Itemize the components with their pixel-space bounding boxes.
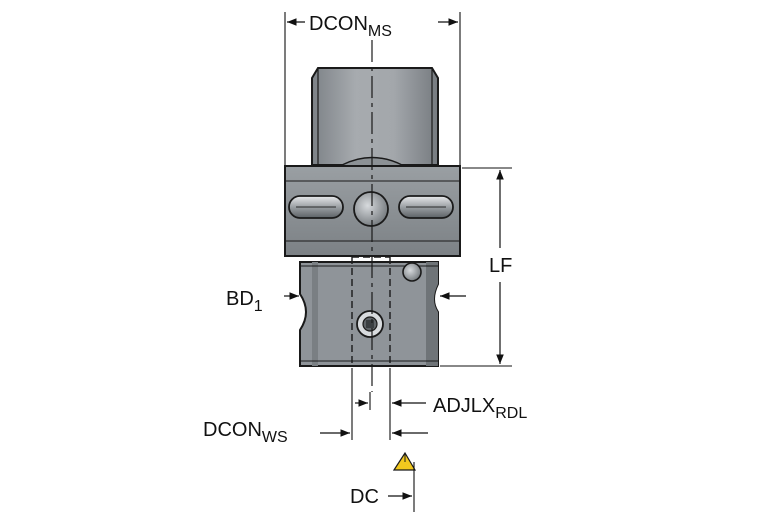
flange	[284, 165, 461, 257]
center-ball	[353, 191, 389, 227]
label-dcon-ws: DCONWS	[203, 419, 288, 446]
dim-dcon-ms	[284, 12, 461, 165]
label-adjlx-rdl: ADJLXRDL	[433, 395, 527, 422]
label-lf: LF	[489, 255, 512, 277]
dim-lf	[440, 167, 512, 367]
top-shank	[311, 67, 439, 166]
lower-body	[299, 256, 439, 367]
label-bd1: BD1	[226, 288, 263, 315]
label-dc: DC	[350, 486, 379, 508]
dim-adjlx-rdl	[355, 368, 428, 440]
label-dcon-ms: DCONMS	[309, 13, 392, 40]
adjust-screw	[402, 262, 422, 282]
cutting-insert	[392, 451, 417, 512]
dim-dcon-ws	[320, 368, 353, 440]
